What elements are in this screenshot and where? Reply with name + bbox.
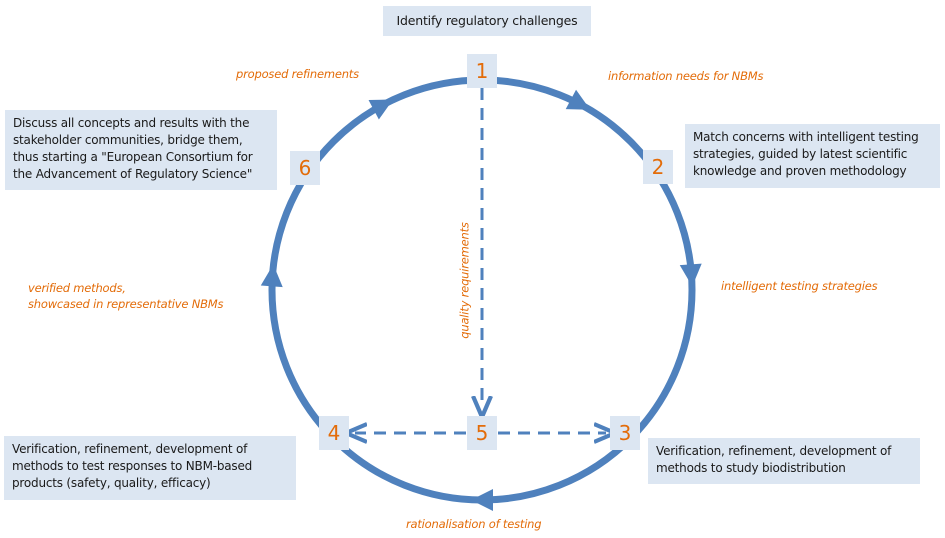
- node-3: 3: [610, 416, 640, 450]
- arrow-2-to-3-head: [679, 263, 702, 287]
- arrow-4-to-6-head: [260, 264, 283, 288]
- edge-label-verified-methods-1: verified methods,: [28, 281, 126, 295]
- node-5: 5: [467, 416, 497, 450]
- edge-label-intelligent-testing: intelligent testing strategies: [721, 279, 878, 293]
- edge-label-rationalisation: rationalisation of testing: [406, 517, 542, 531]
- edge-label-information-needs: information needs for NBMs: [608, 69, 764, 83]
- arrow-6-to-1-head: [368, 99, 394, 120]
- edge-label-quality-requirements: quality requirements: [457, 222, 472, 339]
- node-6: 6: [290, 151, 320, 185]
- step6-description: Discuss all concepts and results with th…: [5, 110, 277, 190]
- edge-label-verified-methods-2: showcased in representative NBMs: [28, 297, 224, 311]
- step2-description: Match concerns with intelligent testing …: [685, 124, 940, 188]
- arrow-1-to-2-head: [565, 89, 591, 110]
- arrow-3-to-4-head: [471, 489, 493, 511]
- node-1: 1: [467, 54, 497, 88]
- node-2: 2: [643, 150, 673, 184]
- title-box: Identify regulatory challenges: [383, 6, 591, 36]
- node-4: 4: [319, 416, 349, 450]
- step3-description: Verification, refinement, development of…: [648, 438, 920, 484]
- step4-description: Verification, refinement, development of…: [4, 436, 296, 500]
- edge-label-proposed-refinements: proposed refinements: [236, 67, 359, 81]
